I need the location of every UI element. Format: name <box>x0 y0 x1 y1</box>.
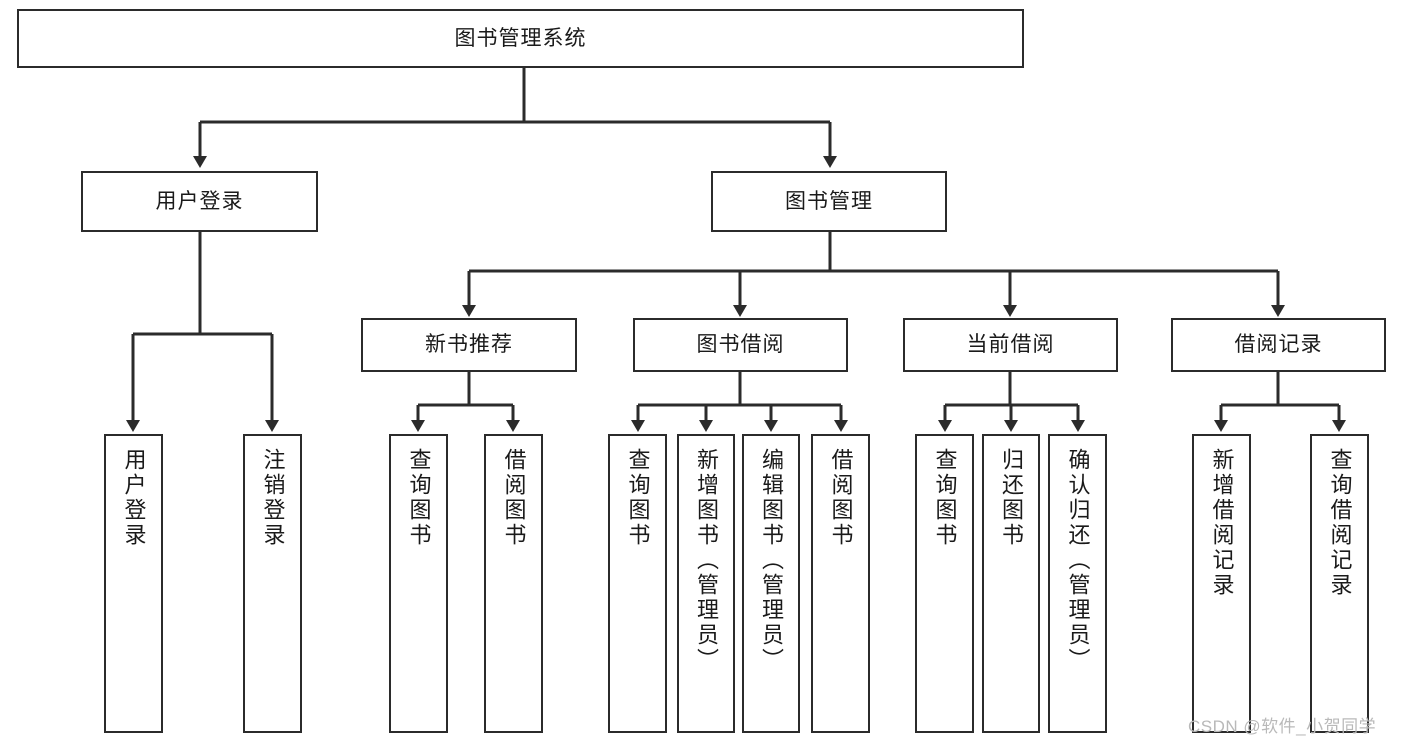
node-rec-query[interactable]: 查询图书 <box>389 434 448 733</box>
node-book-borrow-label: 图书借阅 <box>696 333 785 357</box>
node-root-label: 图书管理系统 <box>454 26 587 50</box>
node-rec-query-label: 查询图书 <box>406 448 432 548</box>
node-current-borrow-label: 当前借阅 <box>966 333 1055 357</box>
node-book-borrow[interactable]: 图书借阅 <box>633 318 848 372</box>
node-rec-add-label: 新增借阅记录 <box>1209 448 1235 598</box>
node-rec-search[interactable]: 查询借阅记录 <box>1310 434 1369 733</box>
node-brw-query[interactable]: 查询图书 <box>608 434 667 733</box>
node-brw-add[interactable]: 新增图书（管理员） <box>677 434 735 733</box>
node-root[interactable]: 图书管理系统 <box>17 9 1024 68</box>
node-rec-add[interactable]: 新增借阅记录 <box>1192 434 1251 733</box>
node-rec-borrow-label: 借阅图书 <box>501 448 527 548</box>
node-new-book-rec-label: 新书推荐 <box>425 333 513 357</box>
node-brw-add-label: 新增图书（管理员） <box>694 448 719 673</box>
node-cur-return-label: 归还图书 <box>999 448 1024 548</box>
node-brw-lend[interactable]: 借阅图书 <box>811 434 870 733</box>
node-borrow-record[interactable]: 借阅记录 <box>1171 318 1386 372</box>
node-brw-edit[interactable]: 编辑图书（管理员） <box>742 434 800 733</box>
node-new-book-rec[interactable]: 新书推荐 <box>361 318 577 372</box>
node-logout-do-label: 注销登录 <box>260 448 286 548</box>
node-cur-confirm-label: 确认归还（管理员） <box>1065 448 1091 673</box>
node-borrow-record-label: 借阅记录 <box>1234 333 1323 357</box>
node-user-login[interactable]: 用户登录 <box>81 171 318 232</box>
node-cur-query-label: 查询图书 <box>932 448 958 548</box>
node-logout-do[interactable]: 注销登录 <box>243 434 302 733</box>
node-login-do[interactable]: 用户登录 <box>104 434 163 733</box>
node-brw-query-label: 查询图书 <box>625 448 651 548</box>
node-rec-borrow[interactable]: 借阅图书 <box>484 434 543 733</box>
csdn-watermark: CSDN @软件_小贺同学 <box>1188 717 1377 736</box>
node-brw-edit-label: 编辑图书（管理员） <box>759 448 784 673</box>
node-login-do-label: 用户登录 <box>121 448 147 548</box>
node-rec-search-label: 查询借阅记录 <box>1327 448 1353 598</box>
node-cur-query[interactable]: 查询图书 <box>915 434 974 733</box>
node-cur-confirm[interactable]: 确认归还（管理员） <box>1048 434 1107 733</box>
node-book-mgmt[interactable]: 图书管理 <box>711 171 947 232</box>
node-cur-return[interactable]: 归还图书 <box>982 434 1040 733</box>
node-user-login-label: 用户登录 <box>155 189 244 213</box>
node-current-borrow[interactable]: 当前借阅 <box>903 318 1118 372</box>
node-brw-lend-label: 借阅图书 <box>828 448 854 548</box>
node-book-mgmt-label: 图书管理 <box>785 189 873 213</box>
